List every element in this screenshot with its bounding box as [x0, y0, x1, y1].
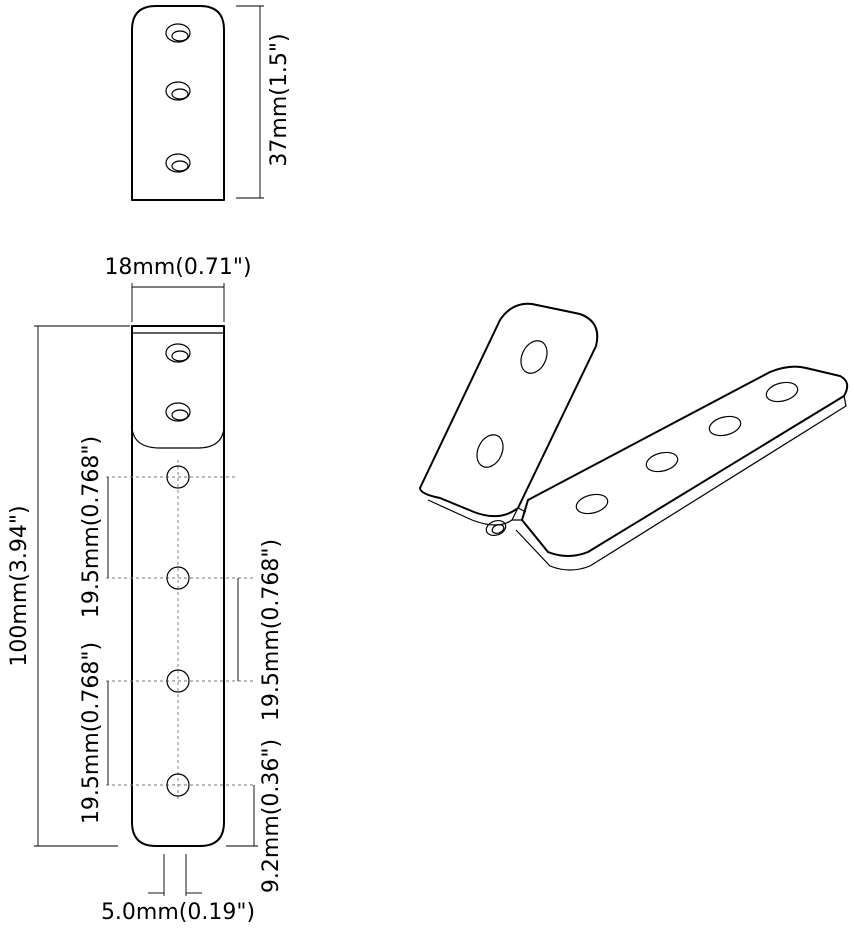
hole-pitch-1-label: 19.5mm(0.768"): [79, 436, 104, 618]
iso-short-leg: [419, 302, 599, 518]
side-height-dimension-line: [236, 5, 264, 199]
top-view-short-leg: 37mm(1.5"): [131, 5, 292, 201]
hole-pitch-2-label: 19.5mm(0.768"): [259, 539, 284, 721]
long-leg-outline: [131, 325, 225, 847]
short-leg-hole-3: [165, 153, 191, 173]
iso-long-leg-thickness: [515, 395, 847, 571]
width-dimension-line: [131, 283, 225, 322]
iso-corner-hole: [485, 519, 507, 537]
iso-long-leg-hole-4: [765, 381, 799, 403]
iso-bend-edge: [512, 507, 527, 521]
length-dimension-line: [34, 325, 130, 847]
width-label: 18mm(0.71"): [104, 255, 251, 280]
side-height-label: 37mm(1.5"): [267, 33, 292, 166]
iso-long-leg-hole-2: [645, 451, 679, 473]
iso-long-leg-hole-1: [575, 493, 609, 515]
mounting-hole-1: [166, 465, 190, 489]
iso-long-leg-hole-3: [708, 415, 742, 437]
short-leg-hole-1: [165, 23, 191, 43]
isometric-view: [419, 302, 849, 571]
hole-diameter-dimension-line: [148, 854, 202, 896]
iso-short-leg-hole-1: [520, 340, 548, 374]
end-to-hole-dimension-line: [226, 785, 258, 847]
iso-short-leg-hole-2: [476, 434, 504, 468]
iso-short-leg-thickness: [427, 499, 519, 526]
hole-diameter-label: 5.0mm(0.19"): [101, 900, 255, 925]
short-leg-hole-2: [165, 81, 191, 101]
iso-long-leg: [521, 365, 849, 557]
mounting-hole-2: [166, 566, 190, 590]
mounting-hole-4: [166, 773, 190, 797]
front-view-long-leg: 18mm(0.71") 100mm(3.94"): [7, 255, 284, 925]
flange-hole-2: [165, 402, 191, 422]
end-to-hole-label: 9.2mm(0.36"): [259, 739, 284, 893]
length-label: 100mm(3.94"): [7, 505, 32, 666]
short-leg-outline: [131, 5, 225, 201]
flange-hole-1: [165, 343, 191, 363]
bend-line: [131, 427, 225, 449]
hole-pitch-3-label: 19.5mm(0.768"): [79, 642, 104, 824]
mounting-hole-3: [166, 669, 190, 693]
